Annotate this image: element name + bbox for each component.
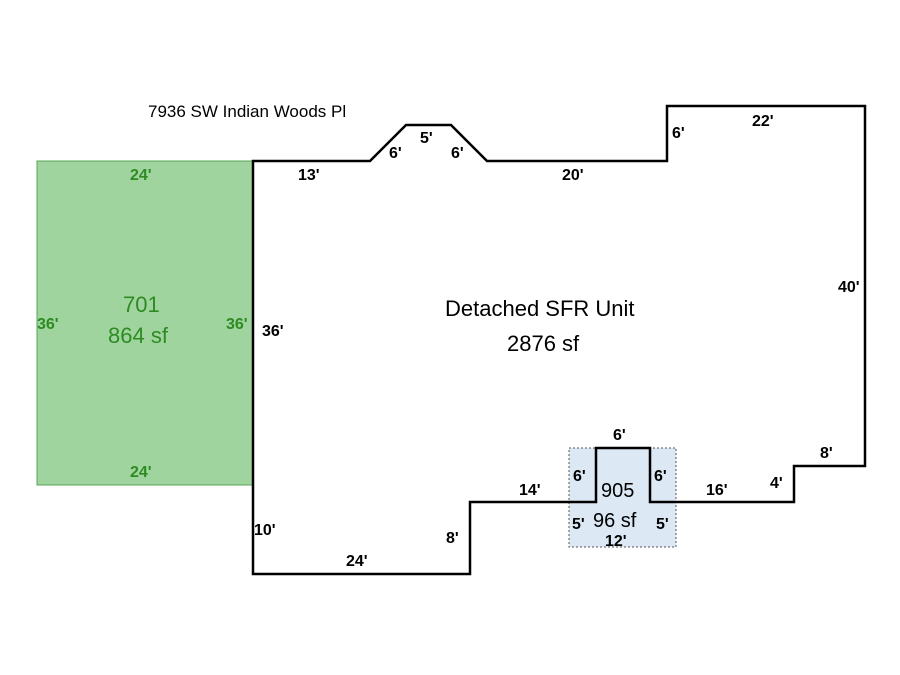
dim-notch-top: 6' xyxy=(613,427,626,444)
main-unit-name: Detached SFR Unit xyxy=(445,296,635,321)
porch-dim-left: 5' xyxy=(572,516,585,533)
garage-code: 701 xyxy=(123,292,160,317)
address-label: 7936 SW Indian Woods Pl xyxy=(148,102,346,121)
garage-area xyxy=(36,160,254,486)
main-unit-outline xyxy=(251,104,867,576)
porch-area xyxy=(568,447,677,548)
garage-dim-top: 24' xyxy=(130,167,152,184)
dim-bump-top: 5' xyxy=(420,130,433,147)
dim-bottom-mid: 14' xyxy=(519,482,541,499)
dim-right-step: 8' xyxy=(820,445,833,462)
dim-notch-right: 6' xyxy=(654,468,667,485)
dim-left-upper: 36' xyxy=(262,323,284,340)
dim-bottom-left: 24' xyxy=(346,553,368,570)
dim-left-lower: 10' xyxy=(254,522,276,539)
dim-top-mid: 20' xyxy=(562,167,584,184)
dim-notch-left: 6' xyxy=(573,468,586,485)
porch-dim-right: 5' xyxy=(656,516,669,533)
dim-step-up: 6' xyxy=(672,125,685,142)
dim-right: 40' xyxy=(838,279,860,296)
dim-bottom-right: 16' xyxy=(706,482,728,499)
dim-right-step-h: 4' xyxy=(770,475,783,492)
porch-dim-bottom: 12' xyxy=(605,533,627,550)
garage-labels: 24' 24' 36' 36' 701 864 sf xyxy=(37,167,248,481)
dim-top-left: 13' xyxy=(298,167,320,184)
dim-bump-right: 6' xyxy=(451,145,464,162)
main-unit-area: 2876 sf xyxy=(507,331,580,356)
garage-dim-right: 36' xyxy=(226,316,248,333)
garage-dim-left: 36' xyxy=(37,316,59,333)
porch-area: 96 sf xyxy=(593,510,637,532)
dim-bottom-step: 8' xyxy=(446,530,459,547)
garage-area: 864 sf xyxy=(108,323,169,348)
dim-bump-left: 6' xyxy=(389,145,402,162)
dim-top-right: 22' xyxy=(752,113,774,130)
garage-dim-bottom: 24' xyxy=(130,464,152,481)
porch-code: 905 xyxy=(601,480,634,502)
